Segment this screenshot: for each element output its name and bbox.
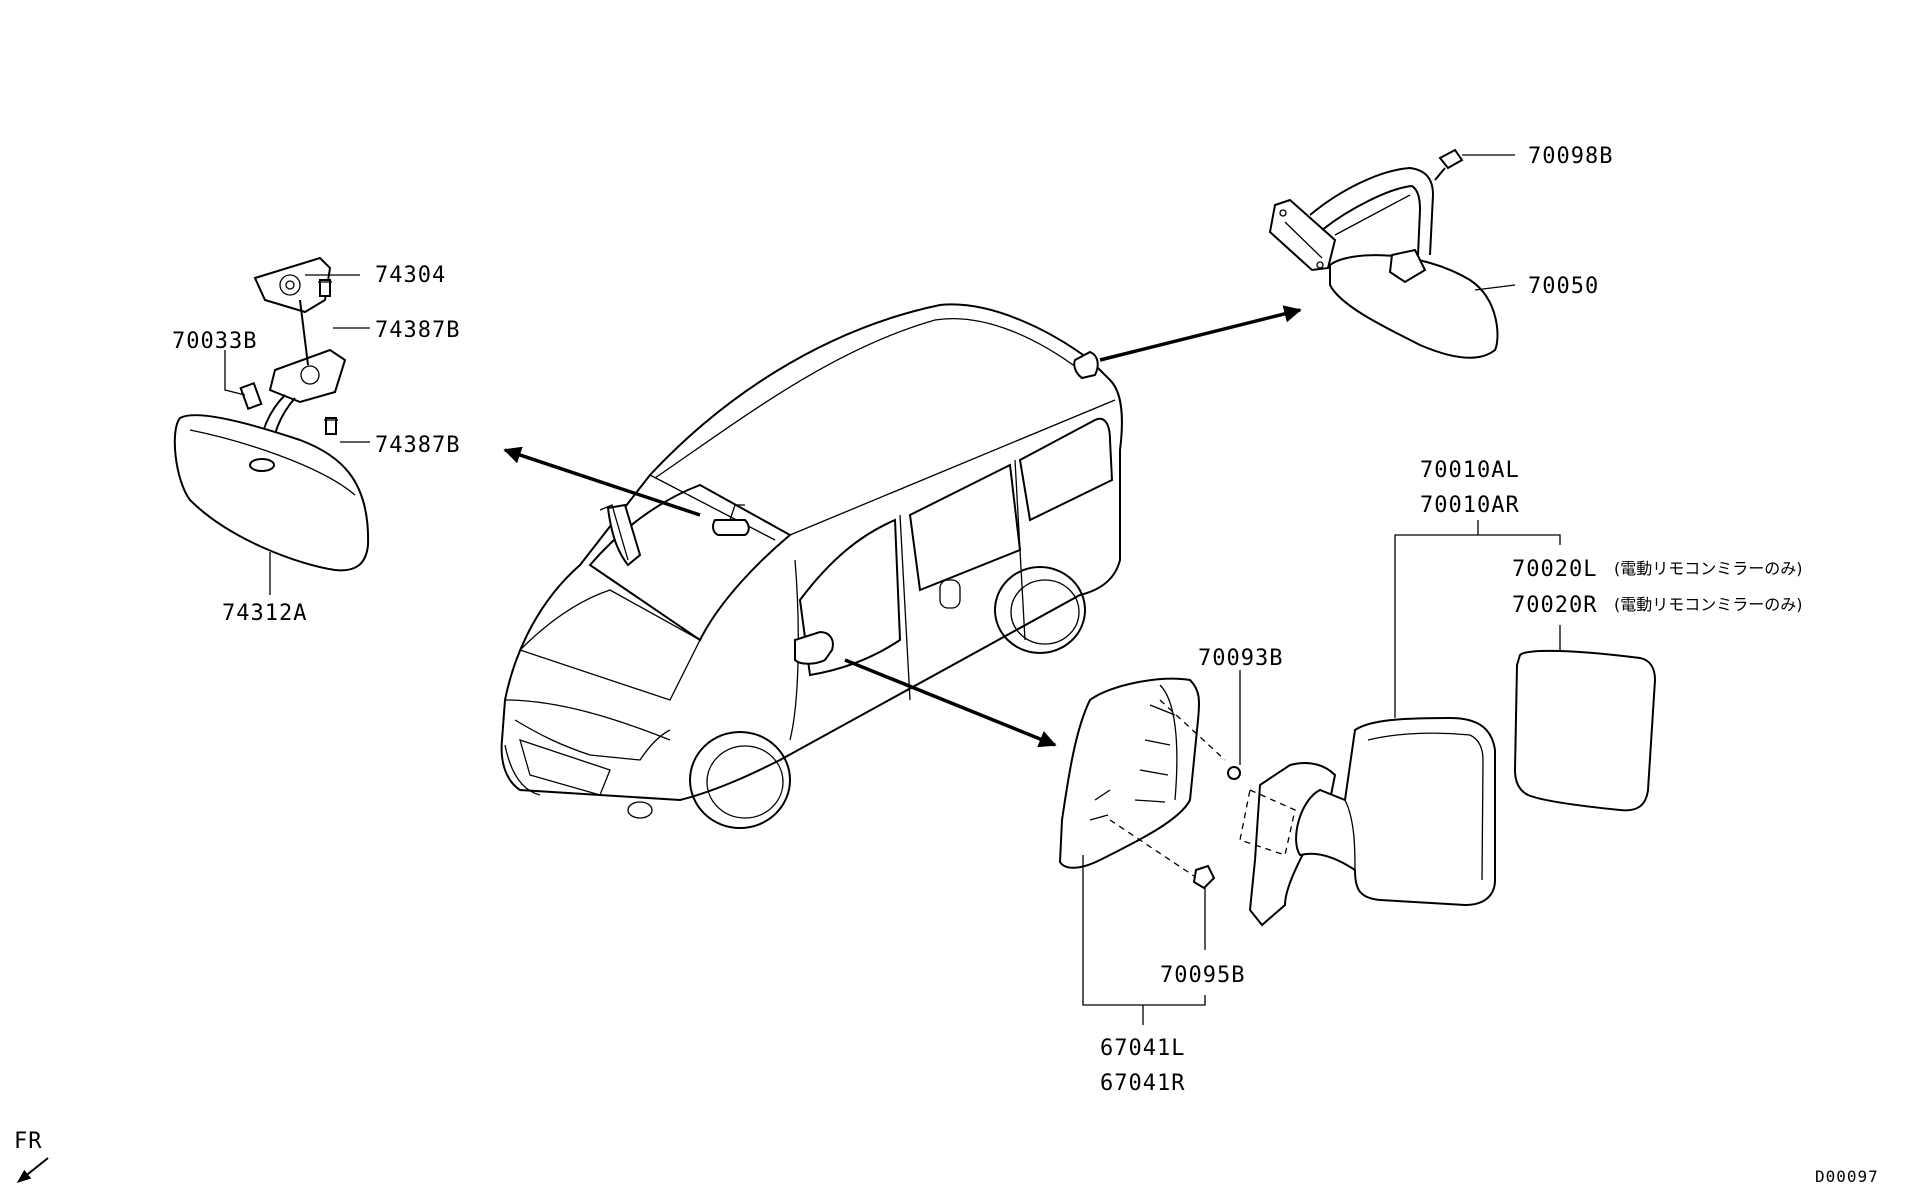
arrow-to-roof-mirror xyxy=(1099,305,1302,362)
mirror-glass-70020 xyxy=(1513,649,1657,812)
van-illustration xyxy=(500,303,1123,829)
label-70010ar: 70010AR xyxy=(1420,493,1520,518)
screw-74387b-bottom xyxy=(324,417,338,435)
door-mirror-leaders xyxy=(1082,520,1561,1025)
diagram-code: D00097 xyxy=(1815,1167,1879,1186)
label-70033b: 70033B xyxy=(172,329,257,354)
mirror-base xyxy=(268,348,347,404)
label-70098b: 70098B xyxy=(1528,144,1613,169)
label-67041r: 67041R xyxy=(1100,1071,1185,1096)
label-70010al: 70010AL xyxy=(1420,458,1520,483)
label-70095b: 70095B xyxy=(1160,963,1245,988)
label-74387b-top: 74387B xyxy=(375,318,460,343)
label-67041l: 67041L xyxy=(1100,1036,1185,1061)
screw-74387b-top xyxy=(318,279,332,297)
part-number-labels: 74304 74387B 70033B 74387B 74312A 70098B… xyxy=(172,144,1803,1096)
fr-label: FR xyxy=(14,1129,43,1154)
grommet-70093b xyxy=(1227,766,1241,780)
mirror-mount-plate xyxy=(1268,198,1337,272)
door-mirror-assembly xyxy=(1058,649,1657,927)
label-70020l: 70020L xyxy=(1512,557,1597,582)
label-70020r-note: (電動リモコンミラーのみ) xyxy=(1614,595,1803,614)
bolt-70098b xyxy=(1434,148,1464,181)
label-74312a: 74312A xyxy=(222,601,307,626)
label-74304: 74304 xyxy=(375,263,446,288)
label-70020r: 70020R xyxy=(1512,593,1597,618)
arrow-to-interior-mirror xyxy=(503,446,701,517)
label-70093b: 70093B xyxy=(1198,646,1283,671)
label-70020l-note: (電動リモコンミラーのみ) xyxy=(1614,559,1803,578)
pin-70033b xyxy=(239,381,263,411)
label-74387b-bottom: 74387B xyxy=(375,433,460,458)
interior-mirror-leaders xyxy=(224,274,370,595)
interior-mirror-74312a xyxy=(173,414,370,572)
arrow-to-door-mirror xyxy=(844,658,1057,748)
fr-arrow-icon xyxy=(16,1157,49,1183)
interior-mirror-assembly xyxy=(173,256,370,572)
clip-70095b xyxy=(1192,864,1216,890)
door-mirror-70010 xyxy=(1295,716,1496,907)
mounting-bracket-74304 xyxy=(253,256,332,314)
label-70050: 70050 xyxy=(1528,274,1599,299)
roof-mirror-assembly xyxy=(1268,148,1499,359)
front-orientation-indicator: FR xyxy=(14,1129,49,1183)
roof-mirror-leaders xyxy=(1462,154,1516,291)
mirror-cover-67041 xyxy=(1058,677,1200,869)
leader-arrows xyxy=(503,305,1302,748)
